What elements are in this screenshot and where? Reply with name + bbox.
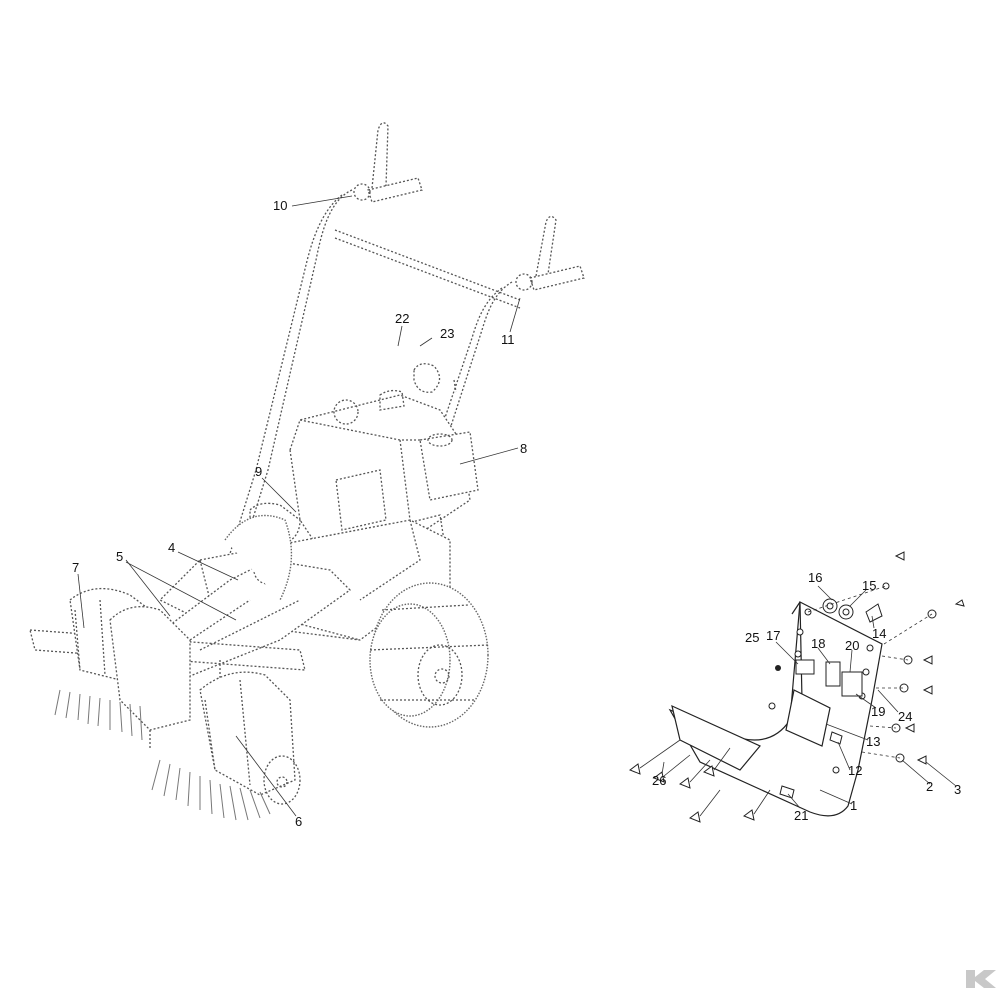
callout-25: 25 bbox=[745, 630, 759, 645]
left-grip bbox=[367, 177, 423, 203]
right-handle-tube bbox=[349, 281, 513, 561]
callout-labels: 10 11 22 23 8 9 4 5 7 6 16 15 14 17 25 1… bbox=[72, 198, 961, 829]
fuel-tank bbox=[419, 431, 479, 501]
handle-crossbar bbox=[334, 229, 521, 309]
callout-7: 7 bbox=[72, 560, 79, 575]
callout-3: 3 bbox=[954, 782, 961, 797]
callout-10: 10 bbox=[273, 198, 287, 213]
callout-6: 6 bbox=[295, 814, 302, 829]
left-lever bbox=[371, 122, 389, 189]
callout-21: 21 bbox=[794, 808, 808, 823]
callout-24: 24 bbox=[898, 709, 912, 724]
callout-22: 22 bbox=[395, 311, 409, 326]
sweeper-machine-drawing bbox=[29, 122, 585, 821]
center-brush-guard bbox=[109, 606, 191, 731]
dash-panel-assembly-drawing bbox=[628, 551, 965, 823]
callout-16: 16 bbox=[808, 570, 822, 585]
callout-15: 15 bbox=[862, 578, 876, 593]
panel-holes bbox=[768, 608, 874, 774]
callout-14: 14 bbox=[872, 626, 886, 641]
k-brand-logo-icon bbox=[966, 970, 996, 988]
switch-14 bbox=[865, 603, 883, 623]
dash-panel-plate bbox=[668, 601, 883, 817]
callout-23: 23 bbox=[440, 326, 454, 341]
right-grip bbox=[529, 265, 585, 291]
leader-lines bbox=[77, 195, 957, 817]
control-box-13 bbox=[785, 689, 831, 747]
callout-17: 17 bbox=[766, 628, 780, 643]
callout-5: 5 bbox=[116, 549, 123, 564]
module-20 bbox=[841, 671, 863, 697]
callout-1: 1 bbox=[850, 798, 857, 813]
callout-4: 4 bbox=[168, 540, 175, 555]
dash-tray bbox=[671, 704, 761, 771]
module-18 bbox=[825, 661, 841, 687]
callout-13: 13 bbox=[866, 734, 880, 749]
callout-11: 11 bbox=[501, 332, 515, 347]
callout-26: 26 bbox=[652, 773, 666, 788]
callout-8: 8 bbox=[520, 441, 527, 456]
brush-bristles bbox=[54, 689, 271, 821]
callout-2: 2 bbox=[926, 779, 933, 794]
left-fasteners bbox=[628, 739, 771, 823]
left-wheel bbox=[224, 514, 293, 601]
rivet-25 bbox=[775, 665, 781, 671]
callout-9: 9 bbox=[255, 464, 262, 479]
callout-18: 18 bbox=[811, 636, 825, 651]
callout-19: 19 bbox=[871, 704, 885, 719]
engine-body bbox=[289, 394, 471, 561]
callout-20: 20 bbox=[845, 638, 859, 653]
callout-12: 12 bbox=[848, 763, 862, 778]
right-lever bbox=[535, 215, 557, 277]
right-wheel bbox=[369, 582, 489, 728]
left-handle-tube bbox=[227, 189, 353, 561]
module-17 bbox=[795, 659, 815, 675]
right-brush-guard bbox=[199, 671, 296, 796]
